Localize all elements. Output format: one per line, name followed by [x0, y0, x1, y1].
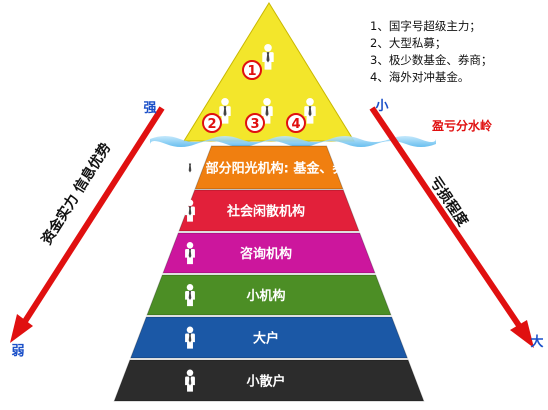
badge-number: 1 — [247, 64, 256, 79]
person-icon — [185, 284, 195, 307]
badge-circle — [202, 113, 222, 133]
person-icon — [262, 44, 274, 70]
tier-band — [178, 189, 360, 232]
legend-item-4: 4、海外对冲基金。 — [370, 70, 470, 84]
person-icon — [185, 199, 195, 222]
apex-figures: 1 2 3 4 — [202, 44, 316, 133]
person-icon — [185, 242, 195, 265]
tier-band — [146, 274, 392, 316]
tier-band — [129, 316, 409, 359]
tier-band — [194, 145, 344, 190]
legend-item-1: 1、国字号超级主力； — [370, 19, 481, 33]
badge-circle — [286, 113, 306, 133]
person-icon — [219, 98, 231, 124]
right-axis-bottom: 大 — [530, 334, 543, 350]
badge-number: 2 — [207, 117, 216, 132]
person-icon — [185, 369, 195, 392]
badge-number: 4 — [291, 117, 300, 132]
legend-item-3: 3、极少数基金、券商； — [370, 53, 493, 67]
legend-item-2: 2、大型私募； — [370, 36, 447, 50]
apex-figure-1: 1 — [242, 44, 274, 80]
apex-figure-2: 2 — [202, 98, 231, 133]
badge-number: 3 — [250, 117, 259, 132]
left-axis-label: 资金实力 信息优势 — [38, 140, 114, 248]
badge-circle — [245, 113, 265, 133]
tier-2: 社会闲散机构 — [178, 189, 360, 232]
tier-4: 小机构 — [146, 274, 392, 316]
left-arrow — [10, 106, 165, 343]
tier-label: 大户 — [253, 331, 279, 347]
tier-label: 小机构 — [246, 288, 285, 304]
apex-figure-4: 4 — [286, 98, 316, 133]
tier-band — [162, 232, 376, 274]
tier-label: 社会闲散机构 — [226, 204, 305, 220]
badge-circle — [242, 60, 262, 80]
tier-label: 咨询机构 — [240, 246, 292, 262]
tier-5: 大户 — [129, 316, 409, 359]
person-icon — [185, 326, 195, 349]
tier-label: 小散户 — [246, 374, 285, 390]
waterline — [150, 136, 436, 147]
apex-figure-3: 3 — [245, 98, 273, 133]
tier-6: 小散户 — [113, 359, 425, 402]
left-axis-top: 强 — [143, 101, 156, 116]
waterline-label: 盈亏分水岭 — [431, 118, 492, 133]
right-arrow — [369, 106, 534, 348]
legend-list: 1、国字号超级主力； 2、大型私募； 3、极少数基金、券商； 4、海外对冲基金。 — [370, 18, 492, 86]
person-icon — [304, 98, 316, 124]
right-axis-top: 小 — [375, 99, 388, 114]
left-axis-bottom: 弱 — [11, 343, 24, 359]
tier-1: 部分阳光机构: 基金、券商 — [185, 145, 359, 190]
person-icon — [185, 156, 195, 179]
tier-label: 部分阳光机构: 基金、券商 — [206, 161, 359, 177]
tier-3: 咨询机构 — [162, 232, 376, 274]
